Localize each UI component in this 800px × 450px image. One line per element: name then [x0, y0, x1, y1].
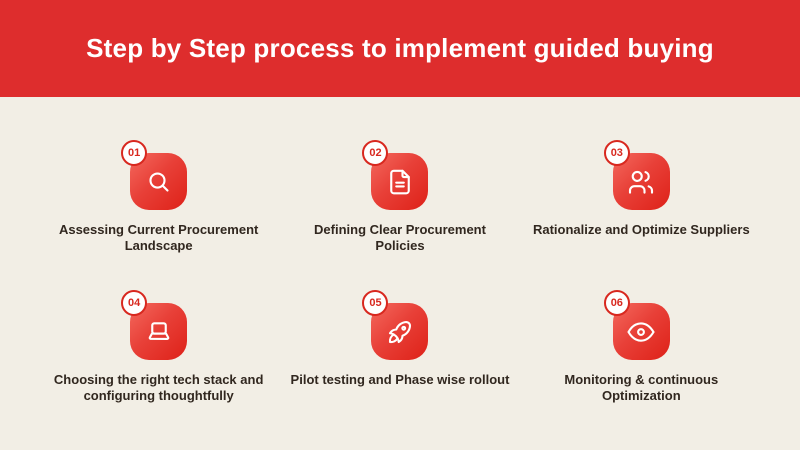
step-tile: [612, 153, 670, 210]
users-icon: [629, 170, 654, 194]
eye-icon: [627, 321, 655, 342]
step-label: Pilot testing and Phase wise rollout: [290, 372, 510, 387]
step-tile-wrap: 01: [121, 140, 188, 210]
title-banner: Step by Step process to implement guided…: [0, 0, 800, 97]
step-number-badge: 06: [603, 290, 630, 316]
step-card-1: 01 Assessing Current Procurement Landsca…: [38, 140, 279, 254]
step-card-5: 05 Pilot testing and Phase wise rollout: [279, 290, 520, 404]
step-label: Choosing the right tech stack and config…: [53, 372, 264, 403]
search-icon: [149, 171, 169, 192]
step-card-6: 06 Monitoring & continuous Optimization: [521, 290, 762, 404]
laptop-icon: [148, 321, 169, 340]
step-tile-wrap: 03: [603, 140, 670, 210]
steps-grid: 01 Assessing Current Procurement Landsca…: [38, 97, 762, 404]
step-number-badge: 04: [121, 290, 148, 316]
step-card-4: 04 Choosing the right tech stack and con…: [38, 290, 279, 404]
step-tile-wrap: 05: [362, 290, 429, 360]
step-number-badge: 05: [362, 290, 389, 316]
step-tile: [130, 303, 188, 360]
step-label: Defining Clear Procurement Policies: [314, 222, 486, 253]
step-card-2: 02 Defining Clear Procurement Policies: [279, 140, 520, 254]
step-number-badge: 03: [603, 140, 630, 166]
step-number-badge: 01: [121, 140, 148, 166]
step-label: Assessing Current Procurement Landscape: [58, 222, 259, 253]
step-card-3: 03 Rationalize and Optimize Suppliers: [521, 140, 762, 254]
document-icon: [390, 169, 410, 194]
step-tile-wrap: 02: [362, 140, 429, 210]
step-tile-wrap: 04: [121, 290, 188, 360]
page-title: Step by Step process to implement guided…: [86, 33, 714, 63]
step-label: Rationalize and Optimize Suppliers: [532, 222, 750, 237]
step-number-badge: 02: [362, 140, 389, 166]
step-tile-wrap: 06: [603, 290, 670, 360]
rocket-icon: [388, 320, 412, 343]
step-label: Monitoring & continuous Optimization: [564, 372, 719, 403]
